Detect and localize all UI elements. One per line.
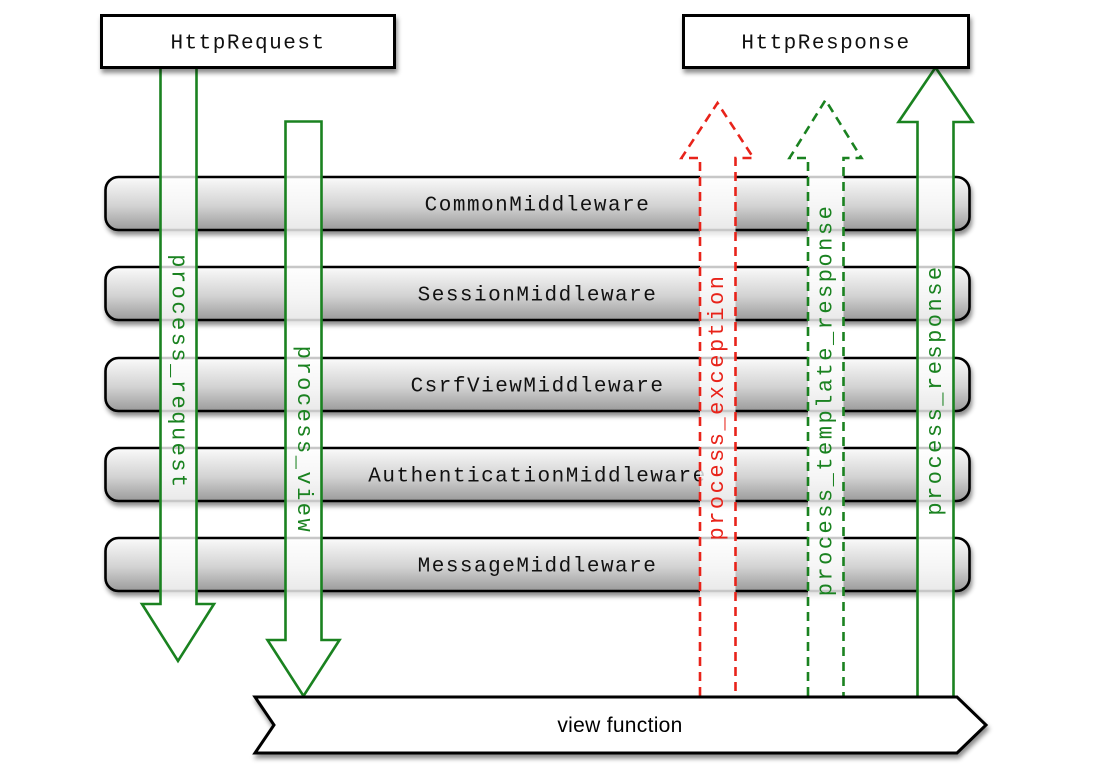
http-request-node: HttpRequest — [100, 14, 396, 69]
flow-arrows — [139, 65, 975, 699]
flow-labels: process_request process_view process_exc… — [166, 204, 949, 597]
http-response-label: HttpResponse — [741, 33, 910, 56]
process-request-label: process_request — [166, 254, 191, 490]
process-view-label: process_view — [291, 346, 316, 534]
middleware-label-message: MessageMiddleware — [418, 556, 658, 579]
process-view-arrow — [265, 120, 342, 699]
process-template-response-label: process_template_response — [814, 204, 839, 597]
process-exception-arrow — [679, 100, 756, 696]
middleware-label-common: CommonMiddleware — [425, 195, 651, 218]
process-template-response-arrow — [787, 97, 864, 696]
process-exception-label: process_exception — [705, 274, 730, 541]
process-request-arrow — [139, 67, 217, 664]
view-function-banner — [252, 695, 989, 755]
view-function-label: view function — [557, 714, 682, 737]
view-function-node: view function — [252, 695, 989, 755]
middleware-label-authentication: AuthenticationMiddleware — [368, 466, 706, 489]
http-response-node: HttpResponse — [682, 14, 970, 69]
http-request-label: HttpRequest — [170, 33, 325, 56]
process-response-label: process_response — [923, 264, 948, 515]
middleware-label-session: SessionMiddleware — [418, 285, 658, 308]
http-request-box — [100, 14, 396, 69]
http-response-box — [682, 14, 970, 69]
middleware-label-csrfview: CsrfViewMiddleware — [411, 376, 665, 399]
